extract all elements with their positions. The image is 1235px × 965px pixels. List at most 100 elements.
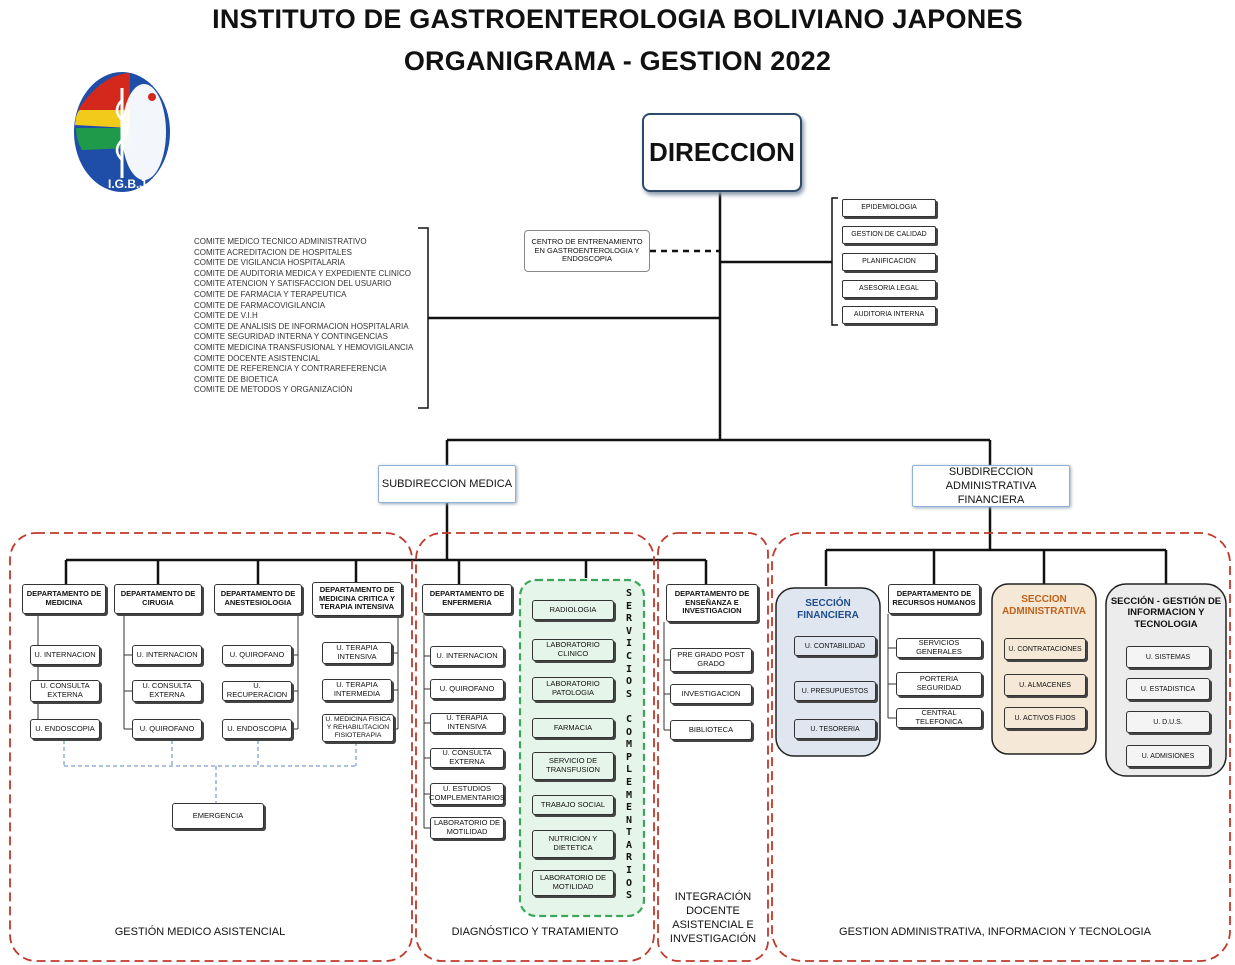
comite-item: COMITE DE BIOETICA xyxy=(194,374,279,384)
unit-central-telefonica[interactable]: CENTRAL TELEFONICA xyxy=(896,708,982,728)
vertical-label-letter: S xyxy=(625,688,633,700)
vertical-label-letter: I xyxy=(625,663,633,675)
unit-almacenes[interactable]: U. ALMACENES xyxy=(1004,674,1086,696)
vertical-label-letter: R xyxy=(625,852,633,864)
seccion-financiera-title[interactable]: SECCIÓN FINANCIERA xyxy=(797,598,859,621)
comite-item: COMITE DE FARMACOVIGILANCIA xyxy=(194,300,326,310)
docencia-label-line: ASISTENCIAL E xyxy=(672,919,754,931)
unit-consulta-externa[interactable]: U. CONSULTA EXTERNA xyxy=(30,680,100,702)
comp-laboratorio-motilidad[interactable]: LABORATORIO DE MOTILIDAD xyxy=(532,870,614,896)
unit-estudios-complementarios[interactable]: U. ESTUDIOS COMPLEMENTARIOS xyxy=(429,783,505,805)
dept-enfermeria[interactable]: DEPARTAMENTO DE ENFERMERIA xyxy=(422,584,512,614)
dept-medicina-critica[interactable]: DEPARTAMENTO DE MEDICINA CRITICA Y TERAP… xyxy=(312,582,402,616)
comite-item: COMITE ACREDITACION DE HOSPITALES xyxy=(194,247,352,257)
docencia-label-line: DOCENTE xyxy=(686,905,740,917)
unit-consulta-externa[interactable]: U. CONSULTA EXTERNA xyxy=(430,748,504,768)
comite-item: COMITE DE METODOS Y ORGANIZACIÓN xyxy=(194,385,353,395)
unit-terapia-intensiva[interactable]: U. TERAPIA INTENSIVA xyxy=(322,642,392,664)
unit-sistemas[interactable]: U. SISTEMAS xyxy=(1126,646,1210,668)
unit-investigacion[interactable]: INVESTIGACION xyxy=(670,684,752,704)
vertical-label-letter xyxy=(622,701,636,714)
vertical-label-letter: R xyxy=(625,613,633,625)
unit-quirofano[interactable]: U. QUIROFANO xyxy=(430,679,504,699)
unit-tesoreria[interactable]: U. TESORERIA xyxy=(794,719,876,739)
dept-anestesiologia[interactable]: DEPARTAMENTO DE ANESTESIOLOGIA xyxy=(214,584,302,614)
staff-asesoria-legal[interactable]: ASESORIA LEGAL xyxy=(842,280,936,298)
comp-farmacia[interactable]: FARMACIA xyxy=(532,718,614,738)
unit-quirofano[interactable]: U. QUIROFANO xyxy=(222,645,292,665)
vertical-label-letter: I xyxy=(625,638,633,650)
comite-item: COMITE DE FARMACIA Y TERAPEUTICA xyxy=(194,289,347,299)
unit-medicina-fisica[interactable]: U. MEDICINA FISICA Y REHABILITACION FISI… xyxy=(322,714,394,742)
unit-pre-post-grado[interactable]: PRE GRADO POST GRADO xyxy=(670,648,752,672)
dept-ensenanza-investigacion[interactable]: DEPARTAMENTO DE ENSEÑANZA E INVESTIGACIO… xyxy=(666,584,758,622)
comite-item: COMITE SEGURIDAD INTERNA Y CONTINGENCIAS xyxy=(194,332,388,342)
comp-servicio-transfusion[interactable]: SERVICIO DE TRANSFUSION xyxy=(532,752,614,780)
dept-medicina[interactable]: DEPARTAMENTO DE MEDICINA xyxy=(22,584,106,614)
comp-laboratorio-patologia[interactable]: LABORATORIO PATOLOGIA xyxy=(532,677,614,701)
seccion-administrativa-title[interactable]: SECCION ADMINISTRATIVA xyxy=(1001,594,1087,617)
unit-porteria-seguridad[interactable]: PORTERIA SEGURIDAD xyxy=(896,672,982,696)
staff-planificacion[interactable]: PLANIFICACION xyxy=(842,253,936,271)
subdireccion-admin-line2: ADMINISTRATIVA FINANCIERA xyxy=(945,479,1037,507)
unit-laboratorio-motilidad[interactable]: LABORATORIO DE MOTILIDAD xyxy=(430,817,504,839)
unit-biblioteca[interactable]: BIBLIOTECA xyxy=(670,720,752,740)
vertical-label-letter: O xyxy=(625,676,633,688)
unit-endoscopia[interactable]: U. ENDOSCOPIA xyxy=(30,719,100,739)
dept-cirugia[interactable]: DEPARTAMENTO DE CIRUGIA xyxy=(114,584,202,614)
vertical-label-letter: L xyxy=(625,764,633,776)
vertical-label-letter: P xyxy=(625,751,633,763)
comite-item: COMITE DE AUDITORIA MEDICA Y EXPEDIENTE … xyxy=(194,268,411,278)
vertical-label-letter: M xyxy=(625,789,633,801)
subdireccion-medica-box[interactable]: SUBDIRECCION MEDICA xyxy=(378,465,516,503)
subdireccion-administrativa-box[interactable]: SUBDIRECCION ADMINISTRATIVA FINANCIERA xyxy=(912,465,1070,507)
comite-item: COMITE DE REFERENCIA Y CONTRAREFERENCIA xyxy=(194,364,387,374)
vertical-label-letter: S xyxy=(625,588,633,599)
chart-title: INSTITUTO DE GASTROENTEROLOGIA BOLIVIANO… xyxy=(212,4,1023,34)
comites-list: COMITE MEDICO TECNICO ADMINISTRATIVO COM… xyxy=(194,237,413,396)
unit-presupuestos[interactable]: U. PRESUPUESTOS xyxy=(794,681,876,701)
vertical-label-letter: O xyxy=(625,877,633,889)
seccion-informacion-title[interactable]: SECCIÓN - GESTIÓN DE INFORMACION Y TECNO… xyxy=(1110,596,1222,630)
unit-terapia-intermedia[interactable]: U. TERAPIA INTERMEDIA xyxy=(322,679,392,701)
comite-item: COMITE DOCENTE ASISTENCIAL xyxy=(194,353,321,363)
dept-recursos-humanos[interactable]: DEPARTAMENTO DE RECURSOS HUMANOS xyxy=(888,584,980,614)
comite-item: COMITE DE V.I.H xyxy=(194,311,258,321)
unit-internacion[interactable]: U. INTERNACION xyxy=(30,645,100,665)
unit-activos-fijos[interactable]: U. ACTIVOS FIJOS xyxy=(1004,707,1086,729)
unit-internacion[interactable]: U. INTERNACION xyxy=(430,646,504,666)
unit-endoscopia[interactable]: U. ENDOSCOPIA xyxy=(222,719,292,739)
unit-admisiones[interactable]: U. ADMISIONES xyxy=(1126,745,1210,767)
comp-trabajo-social[interactable]: TRABAJO SOCIAL xyxy=(532,795,614,815)
comite-item: COMITE MEDICINA TRANSFUSIONAL Y HEMOVIGI… xyxy=(194,342,414,352)
unit-estadistica[interactable]: U. ESTADISTICA xyxy=(1126,678,1210,700)
centro-entrenamiento-box[interactable]: CENTRO DE ENTRENAMIENTO EN GASTROENTEROL… xyxy=(524,230,650,272)
vertical-label-letter: E xyxy=(625,776,633,788)
comp-radiologia[interactable]: RADIOLOGIA xyxy=(532,600,614,620)
unit-quirofano[interactable]: U. QUIROFANO xyxy=(132,719,202,739)
unit-internacion[interactable]: U. INTERNACION xyxy=(132,645,202,665)
chart-subtitle: ORGANIGRAMA - GESTION 2022 xyxy=(403,46,832,76)
vertical-label-letter: N xyxy=(625,814,633,826)
vertical-label-letter: S xyxy=(625,890,633,902)
unit-consulta-externa[interactable]: U. CONSULTA EXTERNA xyxy=(132,680,202,702)
unit-recuperacion[interactable]: U. RECUPERACION xyxy=(222,681,292,701)
unit-contabilidad[interactable]: U. CONTABILIDAD xyxy=(794,636,876,656)
vertical-label-letter: A xyxy=(625,839,633,851)
staff-auditoria-interna[interactable]: AUDITORIA INTERNA xyxy=(842,306,936,324)
docencia-label-line: INVESTIGACIÓN xyxy=(669,933,757,945)
emergencia-box[interactable]: EMERGENCIA xyxy=(172,803,264,829)
comp-laboratorio-clinico[interactable]: LABORATORIO CLINICO xyxy=(532,639,614,661)
unit-dus[interactable]: U. D.U.S. xyxy=(1126,711,1210,733)
unit-contrataciones[interactable]: U. CONTRATACIONES xyxy=(1004,638,1086,660)
unit-terapia-intensiva[interactable]: U. TERAPIA INTENSIVA xyxy=(430,713,504,733)
comp-nutricion-dietetica[interactable]: NUTRICION Y DIETETICA xyxy=(532,830,614,858)
staff-gestion-calidad[interactable]: GESTION DE CALIDAD xyxy=(842,226,936,244)
comite-item: COMITE ATENCION Y SATISFACCION DEL USUAR… xyxy=(194,279,392,289)
staff-epidemiologia[interactable]: EPIDEMIOLOGIA xyxy=(842,199,936,217)
vertical-label-letter: T xyxy=(625,827,633,839)
vertical-label-letter: C xyxy=(625,650,633,662)
unit-servicios-generales[interactable]: SERVICIOS GENERALES xyxy=(896,638,982,658)
vertical-label-letter: M xyxy=(625,739,633,751)
direccion-box[interactable]: DIRECCION xyxy=(642,113,802,192)
